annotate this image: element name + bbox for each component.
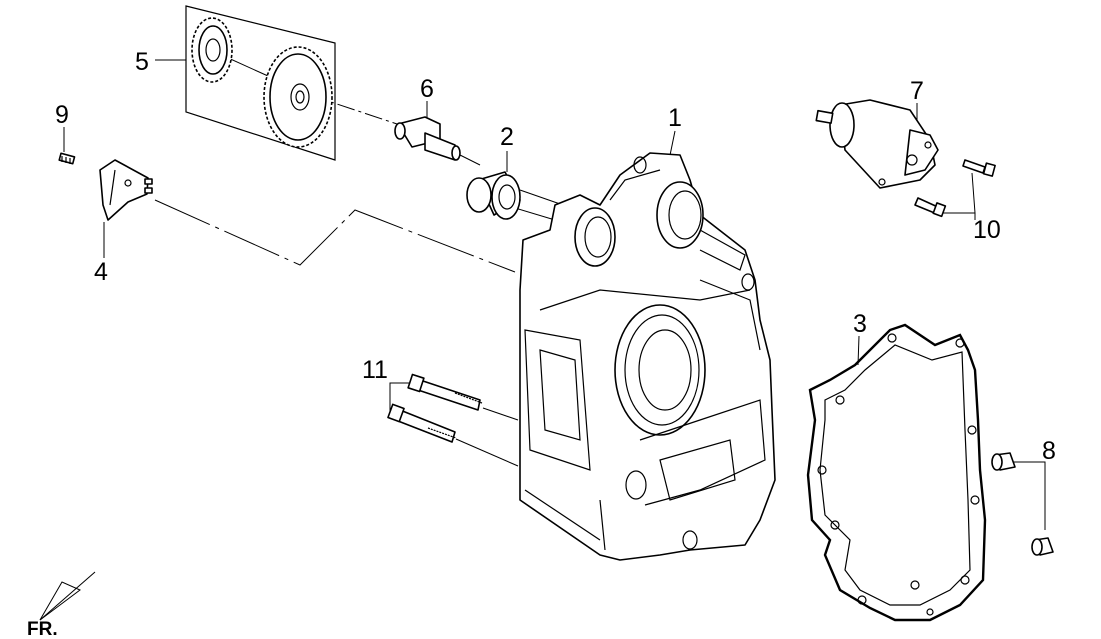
callout-9: 9 <box>55 101 69 129</box>
front-label: FR. <box>27 619 58 639</box>
crankcase-part-1 <box>519 152 776 561</box>
bolts-part-11 <box>387 373 483 443</box>
screw-part-9 <box>58 152 76 165</box>
shaft-part-6 <box>394 116 461 161</box>
front-direction-indicator: FR. <box>27 571 96 639</box>
gasket-part-3 <box>806 323 987 622</box>
plate-part-4 <box>99 159 153 221</box>
bolts-part-10 <box>914 159 996 218</box>
gear-set-part-5 <box>185 5 336 161</box>
leader-lines <box>63 59 1046 530</box>
bearing-part-2 <box>466 171 521 220</box>
starter-motor-part-7 <box>815 99 939 189</box>
callout-3: 3 <box>853 310 867 338</box>
callout-5: 5 <box>135 48 149 76</box>
dowel-pins-part-8 <box>991 452 1054 556</box>
callout-8: 8 <box>1042 437 1056 465</box>
callout-6: 6 <box>420 75 434 103</box>
callout-2: 2 <box>500 123 514 151</box>
callout-1: 1 <box>668 104 682 132</box>
callout-7: 7 <box>910 77 924 105</box>
callout-10: 10 <box>973 216 1001 244</box>
callout-4: 4 <box>94 258 108 286</box>
callout-11: 11 <box>362 356 388 384</box>
assembly-axes <box>154 51 564 467</box>
